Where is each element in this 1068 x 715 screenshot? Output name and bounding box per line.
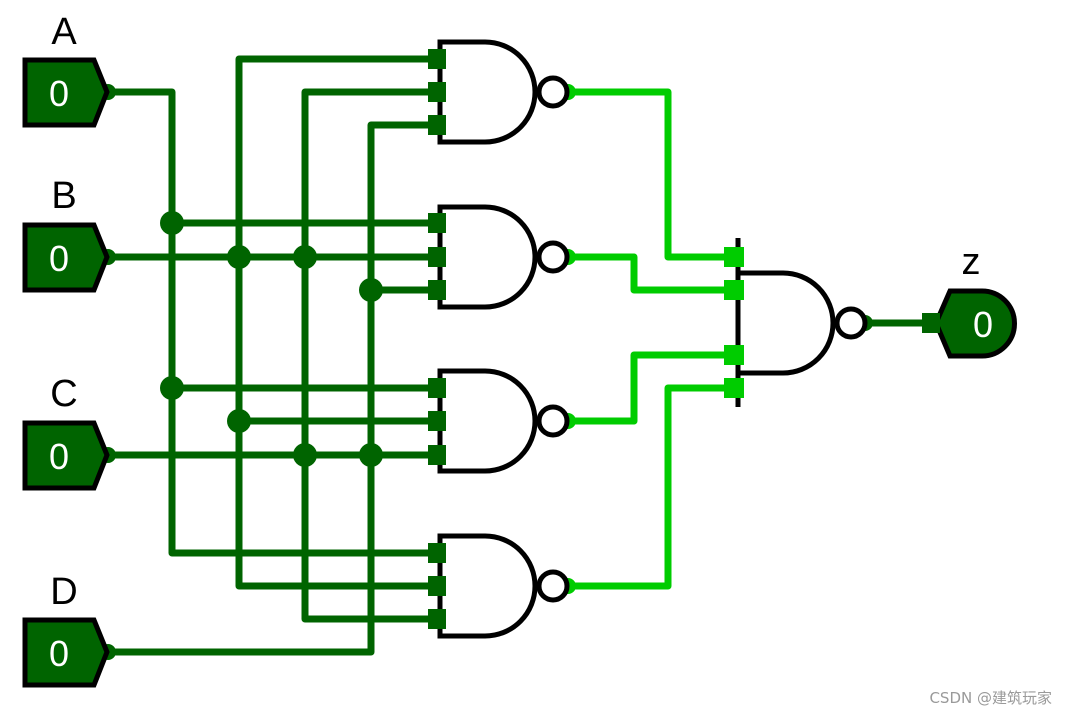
input-wires [104,55,939,656]
nand-gate-3 [428,368,570,474]
wire-g3-out [564,351,739,425]
gate-pin [428,543,446,563]
gate-pin [428,411,446,431]
input-pin-box[interactable] [22,617,110,688]
junction-dot [160,211,184,235]
gate-body [437,39,538,145]
output-pin-connector [922,313,940,333]
gate-output-wires [560,84,739,594]
input-label: C [50,373,77,415]
gate-body [735,270,836,376]
input-value: 0 [49,238,69,279]
nand-gate-output [724,238,868,407]
inverter-bubble [834,306,868,340]
input-pin-box[interactable] [22,222,110,293]
gate-pin [428,247,446,267]
input-value: 0 [49,73,69,114]
input-value: 0 [49,436,69,477]
junction-dot [359,443,383,467]
gate-pin [428,280,446,300]
gate-pin [724,280,744,300]
nand-gate-1 [428,39,570,145]
gate-pin [428,576,446,596]
output-pin-z: z 0 [922,241,1017,359]
wire-g4-out [564,384,739,590]
gate-body [437,204,538,310]
input-pin-a[interactable]: A 0 [22,11,110,128]
gate-pin [428,115,446,135]
gate-pin [428,378,446,398]
junction-dot [293,245,317,269]
inverter-bubble [536,404,570,438]
junction-dot [359,278,383,302]
gate-pin [428,445,446,465]
gate-pin [724,247,744,267]
gate-pin [428,49,446,69]
gate-pin [428,213,446,233]
wire-g1-out [564,88,739,261]
wire-a [104,88,444,557]
junction-dot [227,409,251,433]
gate-pin [428,609,446,629]
input-label: A [51,11,77,53]
input-pin-d[interactable]: D 0 [22,571,110,688]
watermark: CSDN @建筑玩家 [929,689,1052,707]
input-value: 0 [49,633,69,674]
input-pin-box[interactable] [22,57,110,128]
gate-body [437,368,538,474]
output-value: 0 [973,304,993,345]
junction-dot [227,245,251,269]
junction-dot [293,443,317,467]
inverter-bubble [536,240,570,274]
gate-pin [724,345,744,365]
input-label: B [51,175,76,217]
junction-dot [160,376,184,400]
gate-pin [428,82,446,102]
gate-pin [724,378,744,398]
nand-gate-4 [428,533,570,639]
input-pin-b[interactable]: B 0 [22,175,110,293]
wire-g2-out [564,253,739,294]
inverter-bubble [536,75,570,109]
input-pin-c[interactable]: C 0 [22,373,110,491]
nand-gate-2 [428,204,570,310]
input-pin-box[interactable] [22,420,110,491]
output-pin-box [933,288,1017,359]
output-label: z [962,241,981,283]
wire-b-to-g1-g4 [235,55,444,590]
gate-body [437,533,538,639]
inverter-bubble [536,569,570,603]
wire-d [104,121,444,656]
input-label: D [50,571,77,613]
